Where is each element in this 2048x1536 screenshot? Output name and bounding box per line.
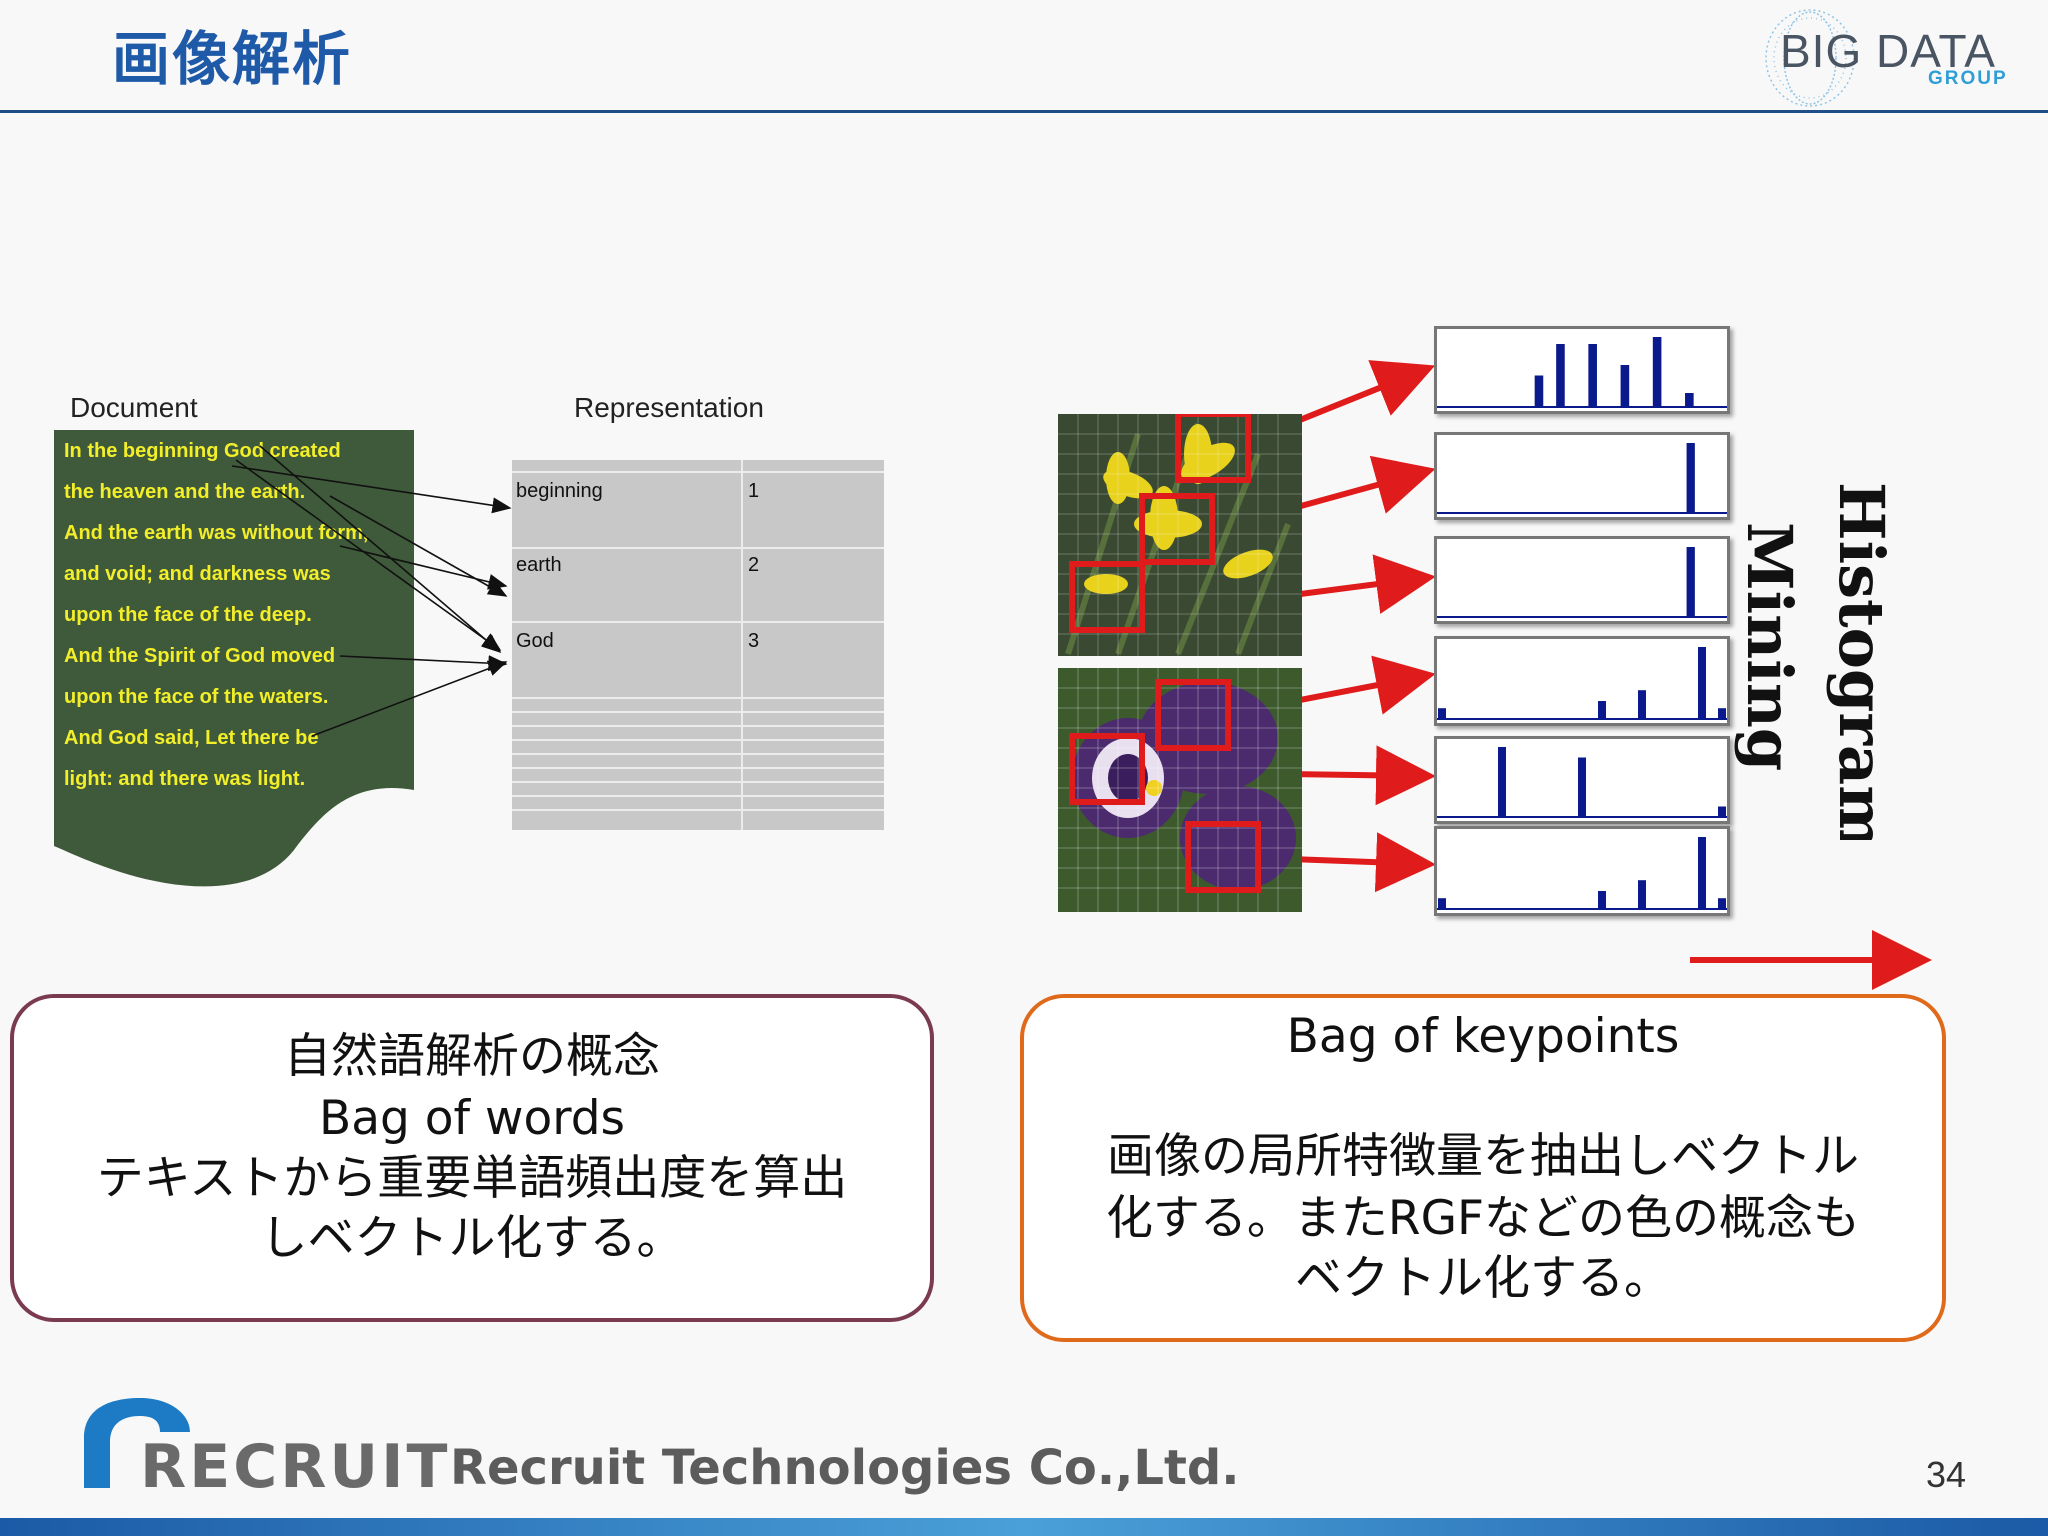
caption-line: Bag of keypoints bbox=[1286, 1009, 1680, 1064]
document-text-line: the heaven and the earth. bbox=[64, 481, 306, 503]
document-text-line: and void; and darkness was bbox=[64, 563, 331, 585]
histogram-panel bbox=[1434, 326, 1730, 414]
document-text-line: In the beginning God created bbox=[64, 440, 341, 462]
histogram-bar bbox=[1588, 344, 1597, 407]
document-text-line: And the Spirit of God moved bbox=[64, 645, 336, 667]
recruit-logo-text: RECRUIT bbox=[140, 1432, 451, 1502]
document-text-line: And God said, Let there be bbox=[64, 727, 319, 749]
histogram-bar bbox=[1718, 898, 1726, 909]
header-divider bbox=[0, 110, 2048, 113]
bigdata-logo-subtext: GROUP bbox=[1928, 68, 2008, 89]
histogram-bar bbox=[1638, 880, 1646, 909]
svg-text:Histogram: Histogram bbox=[1825, 482, 1898, 840]
recruit-logo-icon bbox=[84, 1398, 190, 1488]
histogram-panel bbox=[1434, 826, 1730, 916]
histogram-bar bbox=[1638, 690, 1646, 719]
histogram-bar bbox=[1598, 891, 1606, 909]
histogram-bar bbox=[1438, 708, 1446, 719]
caption-line: しベクトル化する。 bbox=[260, 1211, 684, 1266]
histogram-bar bbox=[1438, 898, 1446, 909]
svg-text:Mining: Mining bbox=[1733, 522, 1806, 771]
histogram-chart bbox=[1437, 837, 1727, 910]
table-cell-word: beginning bbox=[516, 480, 603, 502]
histogram-panel bbox=[1434, 536, 1730, 624]
document-text-line: upon the face of the deep. bbox=[64, 604, 312, 626]
mining-label: Mining bbox=[1733, 522, 1806, 771]
caption-line: Bag of words bbox=[318, 1091, 626, 1146]
caption-line: ベクトル化する。 bbox=[1295, 1251, 1671, 1306]
histogram-bar bbox=[1698, 647, 1706, 719]
histogram-panel bbox=[1434, 736, 1730, 824]
caption-box-bag-of-words: 自然語解析の概念 Bag of words テキストから重要単語頻出度を算出 し… bbox=[10, 994, 934, 1322]
histogram-bar bbox=[1578, 757, 1586, 817]
caption-line: 自然語解析の概念 bbox=[284, 1029, 660, 1084]
histogram-bar bbox=[1686, 547, 1695, 617]
table-cell-word: earth bbox=[516, 554, 562, 576]
histogram-bar bbox=[1718, 806, 1726, 817]
histogram-chart bbox=[1437, 647, 1727, 720]
flower-image-pansy bbox=[1058, 668, 1302, 912]
caption-line: 化する。またRGFなどの色の概念も bbox=[1105, 1191, 1861, 1246]
table-cell-count: 2 bbox=[748, 554, 760, 576]
histogram-chart bbox=[1437, 547, 1727, 618]
document-text-line: light: and there was light. bbox=[64, 768, 306, 790]
document-text-line: upon the face of the waters. bbox=[64, 686, 329, 708]
document-text-line: And the earth was without form, bbox=[64, 522, 369, 544]
table-cell-count: 3 bbox=[748, 630, 760, 652]
bigdata-logo-icon bbox=[1765, 9, 1855, 107]
representation-table: beginning 1 earth 2 God 3 bbox=[512, 460, 884, 830]
page-title: 画像解析 bbox=[112, 25, 353, 93]
histogram-panel bbox=[1434, 432, 1730, 520]
table-cell-word: God bbox=[516, 630, 554, 652]
histogram-chart bbox=[1437, 443, 1727, 514]
histogram-chart bbox=[1437, 747, 1727, 818]
company-name: Recruit Technologies Co.,Ltd. bbox=[450, 1440, 1240, 1496]
flower-image-yellow bbox=[1058, 414, 1302, 656]
table-cell-count: 1 bbox=[748, 480, 760, 502]
histogram-bar bbox=[1534, 375, 1544, 407]
page-number: 34 bbox=[1926, 1454, 1967, 1495]
histogram-bar bbox=[1686, 443, 1695, 513]
footer-bar bbox=[0, 1518, 2048, 1536]
histogram-chart bbox=[1437, 337, 1727, 408]
caption-box-bag-of-keypoints: Bag of keypoints 画像の局所特徴量を抽出しベクトル 化する。また… bbox=[1020, 994, 1946, 1342]
histogram-bar bbox=[1598, 701, 1606, 719]
histogram-bar bbox=[1498, 747, 1506, 817]
histogram-bar bbox=[1718, 708, 1726, 719]
histogram-bar bbox=[1556, 344, 1565, 407]
caption-line: 画像の局所特徴量を抽出しベクトル bbox=[1107, 1129, 1859, 1184]
histogram-label: Histogram bbox=[1825, 482, 1898, 840]
histogram-bar bbox=[1620, 365, 1630, 407]
representation-label: Representation bbox=[574, 392, 764, 423]
document-label: Document bbox=[70, 392, 198, 423]
histogram-bar bbox=[1652, 337, 1662, 407]
caption-line: テキストから重要単語頻出度を算出 bbox=[96, 1151, 848, 1206]
histogram-bar bbox=[1698, 837, 1706, 909]
bigdata-logo-text: BIG DATA bbox=[1780, 25, 1996, 77]
histogram-bar bbox=[1685, 393, 1694, 407]
histogram-panel bbox=[1434, 636, 1730, 726]
